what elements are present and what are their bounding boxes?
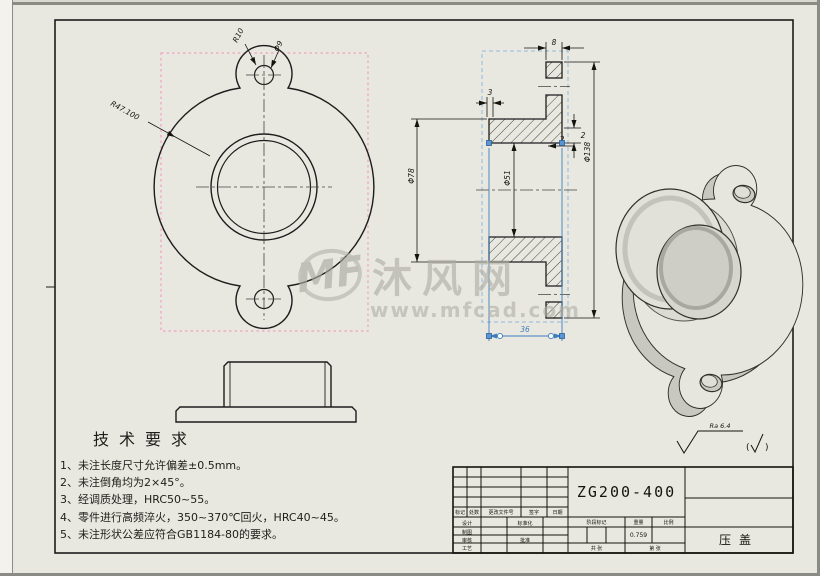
window-bezel-bottom [0,573,820,576]
window-bezel-left [0,0,13,576]
roughness-paren-close: ) [765,443,769,453]
roughness-symbol: Ra 6.4 ( ) [676,422,769,454]
dim-depth[interactable]: 36 [520,325,530,334]
dim-chamfer: 3 [488,88,493,97]
tb-label-design: 设计 [461,520,472,527]
tb-weight-value: 0.759 [629,532,648,539]
dim-step-a: 2 [560,135,565,144]
dim-flange-dia: Φ138 [583,142,592,162]
tb-sheet-total: 共 张 [590,546,603,552]
tb-label-change-doc: 更改文件号 [488,509,514,516]
dim-R10: R10 [231,26,246,43]
tb-label-scale: 比例 [663,520,674,526]
section-view-selection-box[interactable] [481,50,569,323]
dim-hub-dia: Φ78 [407,168,416,184]
tb-label-approve: 批准 [519,537,530,544]
tech-requirement-item: 3、经调质处理，HRC50~55。 [60,493,216,507]
front-view[interactable]: R10 Φ9 R47.100 [109,26,375,332]
tech-requirement-item: 2、未注倒角均为2×45°。 [60,476,191,490]
tb-label-draft: 制图 [461,529,472,536]
tb-label-date: 日期 [552,509,563,516]
front-view-selection-box[interactable] [160,52,369,332]
tb-label-mark: 标记 [454,509,465,516]
roughness-value: Ra 6.4 [710,422,731,430]
iso-view[interactable] [602,151,820,431]
dim-flange-thickness: 8 [552,38,557,47]
window-bezel-right [817,0,820,576]
tech-requirements: 技术要求 1、未注长度尺寸允许偏差±0.5mm。 2、未注倒角均为2×45°。 … [60,426,440,543]
tb-label-process: 工艺 [461,546,472,552]
front-view-dimensions[interactable] [147,43,280,157]
dim-step-b: 2 [581,131,586,140]
dim-bore-dia: Φ51 [503,170,512,185]
title-block-part-name: 压盖 [718,533,759,547]
roughness-paren-open: ( [746,443,750,453]
tb-label-stage: 阶段标记 [586,520,607,526]
tb-label-count: 处数 [468,509,479,516]
front-view-centerlines [196,55,332,320]
dim-hole-dia: Φ9 [272,39,285,53]
selection-grips[interactable] [486,140,565,340]
profile-view[interactable] [175,361,357,423]
tech-requirement-item: 1、未注长度尺寸允许偏差±0.5mm。 [60,459,248,472]
dim-R47: R47.100 [109,99,141,122]
window-bezel-top [0,0,820,5]
tb-sheet-no: 第 张 [649,546,661,552]
tb-label-check: 审核 [461,537,472,544]
iso-bolt-hole-top[interactable] [731,183,756,204]
tb-label-signature: 签字 [528,509,539,516]
title-block-grid [452,466,794,554]
dimension-36-selected[interactable]: 36 [486,140,565,342]
section-view[interactable]: 8 Φ138 Φ78 Φ51 3 2 2 36 [407,38,600,341]
iso-bolt-hole-bottom[interactable] [698,372,723,393]
section-centerlines [476,86,580,295]
iso-bore-shadow [659,226,733,310]
front-view-outline[interactable] [153,44,375,330]
section-dimensions[interactable] [411,42,600,319]
tb-label-standardize: 标准化 [517,520,533,527]
title-block-material: ZG200-400 [576,483,677,501]
tech-requirement-item: 5、未注形状公差应符合GB1184-80的要求。 [60,527,284,541]
tech-requirement-item: 4、零件进行高频淬火，350~370℃回火，HRC40~45。 [60,510,345,524]
tb-label-weight: 重量 [633,520,644,526]
tech-requirements-title: 技术要求 [93,430,198,449]
